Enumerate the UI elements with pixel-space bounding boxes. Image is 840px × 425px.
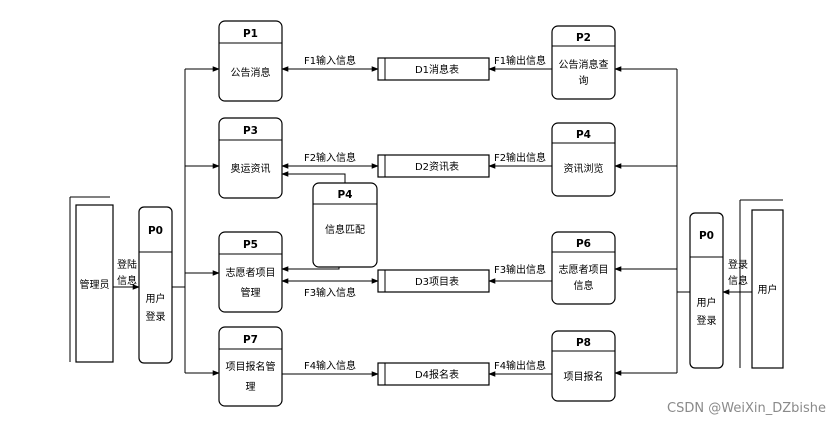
flow-label: F3输出信息 [494,263,546,276]
store-d3: D3项目表 [377,269,490,293]
flow-f1-in: F1输入信息 [281,54,379,72]
process-p4-browse: P4 资讯浏览 [551,122,616,197]
flow-label-line: 信息 [728,274,748,287]
flow-f4-out: F4输出信息 [488,359,552,377]
flow-label: F3输入信息 [304,286,356,299]
process-label-line: 登录 [146,310,166,323]
flow-match-to-p5 [281,266,340,272]
process-p6: P6 志愿者项目 信息 [551,231,616,305]
process-label-line: 公告消息 [231,66,271,79]
process-label-line: 用户 [146,292,166,305]
process-label-line: 信息匹配 [325,223,365,236]
flow-f3-in: F3输入信息 [281,278,379,299]
process-id: P7 [243,334,258,346]
entity-user-label: 用户 [758,283,778,296]
process-label-line: 询 [579,74,589,87]
store-d4: D4报名表 [377,362,490,386]
store-label: D2资讯表 [415,160,459,173]
flow-user-login: 登录 信息 [722,258,752,295]
flow-match-to-p3 [281,171,346,183]
flow-label: F2输入信息 [304,151,356,164]
process-p7: P7 项目报名管 理 [218,326,283,407]
process-p3: P3 奥运资讯 [218,117,283,199]
process-id: P3 [243,125,258,137]
process-label-line: 管理 [241,286,261,299]
watermark: CSDN @WeiXin_DZbishe [667,401,826,416]
flow-f2-out: F2输出信息 [488,151,552,169]
process-label-line: 项目报名 [564,370,604,383]
process-p5: P5 志愿者项目 管理 [218,231,283,313]
process-label-line: 志愿者项目 [226,266,276,279]
process-p2: P2 公告消息查 询 [551,25,616,100]
flow-label: F4输出信息 [494,359,546,372]
store-d2: D2资讯表 [377,154,490,178]
entity-user-box [751,209,784,369]
process-label-line: 登录 [697,314,717,327]
process-id: P4 [337,189,352,201]
process-id: P4 [576,129,591,141]
flow-f4-in: F4输入信息 [282,359,379,377]
process-id: P8 [576,337,591,349]
process-label-line: 公告消息查 [559,58,609,71]
process-id: P2 [576,32,591,44]
flow-f3-out: F3输出信息 [488,263,552,284]
process-label-line: 志愿者项目 [559,263,609,276]
flow-label: F2输出信息 [494,151,546,164]
process-id: P0 [699,230,714,242]
flow-user-bus [614,66,690,376]
process-id: P6 [576,238,591,250]
flow-f1-out: F1输出信息 [488,54,552,72]
process-id: P5 [243,239,258,251]
process-label-line: 奥运资讯 [231,162,271,175]
process-label-line: 资讯浏览 [564,162,604,175]
flow-label: F1输出信息 [494,54,546,67]
process-label-line: 信息 [574,279,594,292]
flow-label: F4输入信息 [304,359,356,372]
flow-label: F1输入信息 [304,54,356,67]
process-p8: P8 项目报名 [551,330,616,402]
entity-admin-box [75,204,114,363]
store-label: D3项目表 [415,275,459,288]
process-id: P0 [148,225,163,237]
flow-admin-bus [172,66,220,376]
process-p1: P1 公告消息 [218,20,283,102]
process-label-line: 项目报名管 [226,360,276,373]
store-d1: D1消息表 [377,57,490,81]
process-p0-admin: P0 用户 登录 [138,206,173,364]
process-id: P1 [243,28,258,40]
store-label: D4报名表 [415,368,459,381]
process-label-line: 理 [246,381,256,393]
flow-label-line: 信息 [117,274,137,287]
flow-label-line: 登录 [728,258,748,271]
entity-admin: 管理员 [69,196,114,363]
flow-label-line: 登陆 [117,258,137,271]
entity-user: 用户 [739,199,784,369]
process-label-line: 用户 [697,296,717,309]
entity-admin-label: 管理员 [80,278,110,291]
process-p0-user: P0 用户 登录 [689,212,724,369]
flow-f2-in: F2输入信息 [281,151,379,169]
process-p4-match: P4 信息匹配 [312,182,378,268]
store-label: D1消息表 [415,63,459,76]
flow-admin-login: 登陆 信息 [113,258,140,290]
